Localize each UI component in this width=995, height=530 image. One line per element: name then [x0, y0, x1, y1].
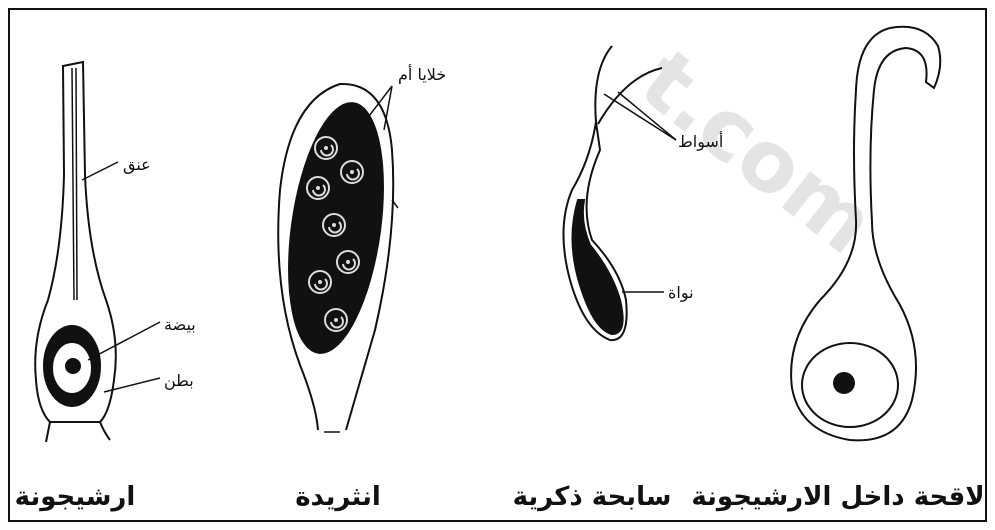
label-flagella: أسواط — [678, 131, 723, 152]
label-venter: بطن — [164, 371, 194, 391]
label-egg: بيضة — [164, 315, 196, 334]
mother-cell — [309, 271, 331, 293]
watermark: t.com — [623, 31, 894, 273]
zygote-nucleus — [834, 373, 854, 393]
archegonium-drawing — [35, 62, 160, 442]
archegonium-stalk-left — [46, 422, 50, 442]
mother-cell — [337, 251, 359, 273]
neck-canal — [72, 68, 77, 300]
mother-cell — [315, 137, 337, 159]
mother-cell — [323, 214, 345, 236]
label-neck: عنق — [123, 155, 151, 175]
svg-text:t.com: t.com — [623, 31, 894, 273]
archegonium-stalk-right — [100, 422, 110, 440]
mother-cells-pointer-1 — [366, 86, 392, 120]
sperm-nucleus — [572, 200, 622, 334]
antheridium-drawing — [275, 84, 398, 432]
caption-archegonium: ارشيجونة — [15, 482, 136, 512]
mother-cell — [325, 309, 347, 331]
caption-antheridium: انثريدة — [295, 482, 381, 512]
mother-cell — [341, 161, 363, 183]
egg-nucleus — [66, 359, 80, 373]
caption-sperm: سابحة ذكرية — [513, 482, 672, 512]
flagellum-1 — [595, 46, 612, 122]
mother-cell — [307, 177, 329, 199]
neck-pointer — [82, 162, 118, 180]
caption-zygote: لاقحة داخل الارشيجونة — [691, 482, 984, 512]
label-mother-cells: خلايا أم — [398, 64, 446, 84]
egg-pointer — [88, 322, 160, 360]
label-nucleus: نواة — [668, 283, 694, 303]
